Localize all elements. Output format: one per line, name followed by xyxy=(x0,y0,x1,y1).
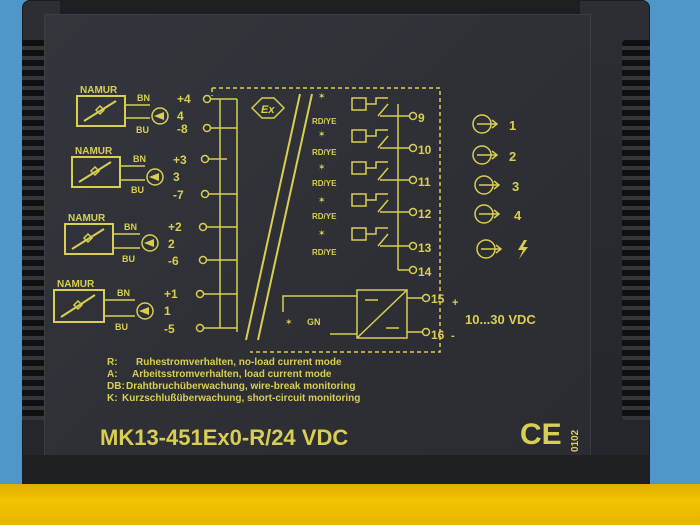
channel-label: 3 xyxy=(173,170,180,184)
wire-bu-label: BU xyxy=(136,125,149,135)
relay-terminal-label: 13 xyxy=(418,241,432,255)
current-source-icon xyxy=(151,107,169,125)
sensor-type-label: NAMUR xyxy=(57,279,95,290)
led-label: RD/YE xyxy=(312,117,337,126)
terminal-15-label: 15 xyxy=(431,292,445,306)
svg-text:✶: ✶ xyxy=(285,317,293,327)
legend-text: Kurzschlußüberwachung, short-circuit mon… xyxy=(122,393,360,404)
svg-text:✶: ✶ xyxy=(318,129,326,139)
svg-text:4: 4 xyxy=(514,208,522,223)
wire-bn-label: BN xyxy=(133,154,146,164)
legend: R: Ruhestromverhalten, no-load current m… xyxy=(107,357,360,404)
svg-text:2: 2 xyxy=(509,149,516,164)
terminal-pos-label: +3 xyxy=(173,153,187,167)
relay-terminal-label: 9 xyxy=(418,111,425,125)
relay-row-3: ✶ RD/YE 11 xyxy=(312,161,431,189)
sensor-box-icon xyxy=(53,289,105,323)
relay-row-5: ✶ RD/YE 13 xyxy=(312,227,432,257)
yellow-terminal-block xyxy=(0,484,700,525)
legend-text: Drahtbruchüberwachung, wire-break monito… xyxy=(126,381,355,392)
output-indicator-3: 3 xyxy=(474,175,519,195)
sensor-group-4: NAMUR BN BU +4 4 -8 xyxy=(76,85,237,136)
model-label: MK13-451Ex0-R/24 VDC xyxy=(100,425,348,450)
isolation-boundary xyxy=(212,87,441,353)
channel-label: 2 xyxy=(168,237,175,251)
notified-body-number: 0102 xyxy=(570,429,581,452)
current-source-icon xyxy=(136,302,154,320)
sensor-box-icon xyxy=(76,95,126,127)
sensor-box-icon xyxy=(71,156,121,188)
legend-key: A: xyxy=(107,369,118,380)
wire-bu-label: BU xyxy=(131,185,144,195)
output-indicator-2: 2 xyxy=(472,145,516,165)
ce-mark: CE xyxy=(520,418,562,451)
wire-bn-label: BN xyxy=(124,222,137,232)
ex-symbol: Ex xyxy=(250,97,286,119)
wire-bn-label: BN xyxy=(117,288,130,298)
output-indicator-4: 4 xyxy=(474,204,522,224)
power-led-label: GN xyxy=(307,317,321,327)
sensor-type-label: NAMUR xyxy=(75,146,113,157)
led-label: RD/YE xyxy=(312,148,337,157)
wire-bn-label: BN xyxy=(137,93,150,103)
plus-sign: + xyxy=(452,297,458,309)
current-source-icon xyxy=(146,168,164,186)
lightning-fault-icon xyxy=(518,240,528,259)
legend-key: DB: xyxy=(107,381,125,392)
terminal-16-label: 16 xyxy=(431,328,445,342)
minus-sign: - xyxy=(451,330,455,342)
terminal-pos-label: +2 xyxy=(168,220,182,234)
svg-text:Ex: Ex xyxy=(261,104,275,116)
housing-top-edge xyxy=(60,0,580,14)
terminal-pos-label: +4 xyxy=(177,92,191,106)
legend-key: R: xyxy=(107,357,118,368)
svg-text:✶: ✶ xyxy=(318,228,326,238)
channel-label: 1 xyxy=(164,304,171,318)
sensor-group-2: NAMUR BN BU +2 2 -6 xyxy=(64,213,237,268)
led-label: RD/YE xyxy=(312,212,337,221)
terminal-pos-label: +1 xyxy=(164,287,178,301)
channel-label: 4 xyxy=(177,109,184,123)
current-source-icon xyxy=(141,234,159,252)
relay-terminal-label: 11 xyxy=(418,175,431,189)
sensor-type-label: NAMUR xyxy=(68,213,106,224)
terminal-neg-label: -7 xyxy=(173,188,184,202)
wire-bu-label: BU xyxy=(115,322,128,332)
power-supply-section: ✶ GN 15 + 16 - 10...30 VDC xyxy=(282,289,536,342)
relay-row-1: ✶ RD/YE 9 xyxy=(312,91,425,126)
output-indicator-1: 1 xyxy=(472,114,516,134)
isolation-barrier-line xyxy=(245,93,301,341)
housing-lower-band xyxy=(22,455,650,485)
sensor-group-3: NAMUR BN BU +3 3 -7 xyxy=(71,146,237,202)
legend-text: Ruhestromverhalten, no-load current mode xyxy=(136,357,342,368)
terminal-neg-label: -6 xyxy=(168,254,179,268)
legend-key: K: xyxy=(107,393,118,404)
relay-terminal-label: 12 xyxy=(418,207,432,221)
output-indicator-fault xyxy=(476,239,528,259)
svg-text:3: 3 xyxy=(512,179,519,194)
led-label: RD/YE xyxy=(312,248,337,257)
svg-text:✶: ✶ xyxy=(318,195,326,205)
power-converter-icon xyxy=(356,289,408,339)
relay-terminal-label: 10 xyxy=(418,143,432,157)
relay-row-4: ✶ RD/YE 12 xyxy=(312,193,432,221)
svg-text:✶: ✶ xyxy=(318,91,326,101)
cooling-fins-right xyxy=(622,40,650,420)
terminal-14-label: 14 xyxy=(418,265,432,279)
terminal-neg-label: -8 xyxy=(177,122,188,136)
sensor-box-icon xyxy=(64,223,114,255)
supply-voltage-label: 10...30 VDC xyxy=(465,312,536,327)
legend-text: Arbeitsstromverhalten, load current mode xyxy=(132,369,332,380)
led-label: RD/YE xyxy=(312,179,337,188)
terminal-neg-label: -5 xyxy=(164,322,175,336)
sensor-group-1: NAMUR BN BU +1 1 -5 xyxy=(53,279,237,336)
svg-text:1: 1 xyxy=(509,118,516,133)
sensor-type-label: NAMUR xyxy=(80,85,118,96)
svg-text:✶: ✶ xyxy=(318,162,326,172)
relay-row-2: ✶ RD/YE 10 xyxy=(312,129,432,157)
wire-bu-label: BU xyxy=(122,254,135,264)
